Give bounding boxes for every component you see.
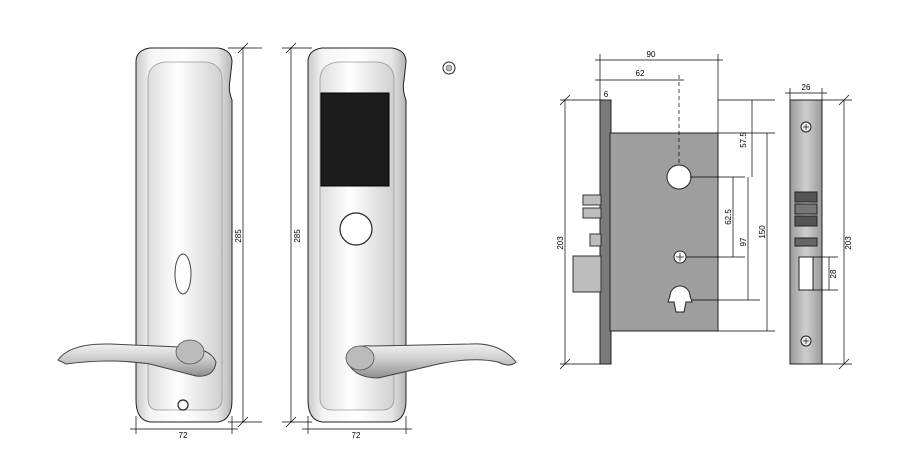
front-height-label: 285 xyxy=(234,229,243,243)
top-offset-label: 57.5 xyxy=(739,132,748,148)
mortise-total-height-label: 203 xyxy=(556,236,565,250)
latch-opening xyxy=(798,256,814,291)
mortise-faceplate-edge xyxy=(599,99,612,365)
latch-opening-label: 28 xyxy=(829,269,838,278)
mortise-lock-body xyxy=(572,99,719,365)
card-width-dimension: 72 xyxy=(302,416,412,440)
latch-bolt xyxy=(572,255,602,293)
faceplate-width-label: 26 xyxy=(802,83,811,92)
spindle-cylinder-label: 62.5 xyxy=(724,209,733,225)
card-width-label: 72 xyxy=(352,431,361,440)
screw-hole xyxy=(177,399,189,411)
body-height-label: 150 xyxy=(758,225,767,239)
small-screw-detail xyxy=(442,61,456,75)
front-width-label: 72 xyxy=(179,431,188,440)
faceplate-height-label: 203 xyxy=(844,236,853,250)
card-lever-handle xyxy=(345,343,517,379)
spindle-bottom-label: 97 xyxy=(739,237,748,246)
key-cylinder xyxy=(339,212,373,246)
faceplate-dimensions: 26 203 28 xyxy=(785,83,853,370)
lower-spindle-hole xyxy=(667,285,693,313)
front-escutcheon-plate xyxy=(135,47,233,423)
emergency-key-slot xyxy=(174,253,192,295)
front-lever-handle xyxy=(57,339,217,377)
cylinder-hole xyxy=(666,164,692,190)
card-height-label: 285 xyxy=(293,229,302,243)
mortise-width-label: 90 xyxy=(647,50,656,59)
card-height-dimension: 285 xyxy=(282,42,312,428)
front-width-dimension: 72 xyxy=(130,416,238,440)
front-height-dimension: 285 xyxy=(228,42,262,428)
mortise-dimensions: 90 62 6 203 57.5 62.5 97 150 xyxy=(556,50,775,370)
backset-label: 62 xyxy=(636,69,645,78)
auxiliary-latch xyxy=(582,194,602,206)
rfid-card-reader xyxy=(320,92,390,187)
card-reader-plate xyxy=(307,47,407,423)
faceplate-thickness-label: 6 xyxy=(604,90,609,99)
mortise-faceplate-front xyxy=(789,99,823,365)
